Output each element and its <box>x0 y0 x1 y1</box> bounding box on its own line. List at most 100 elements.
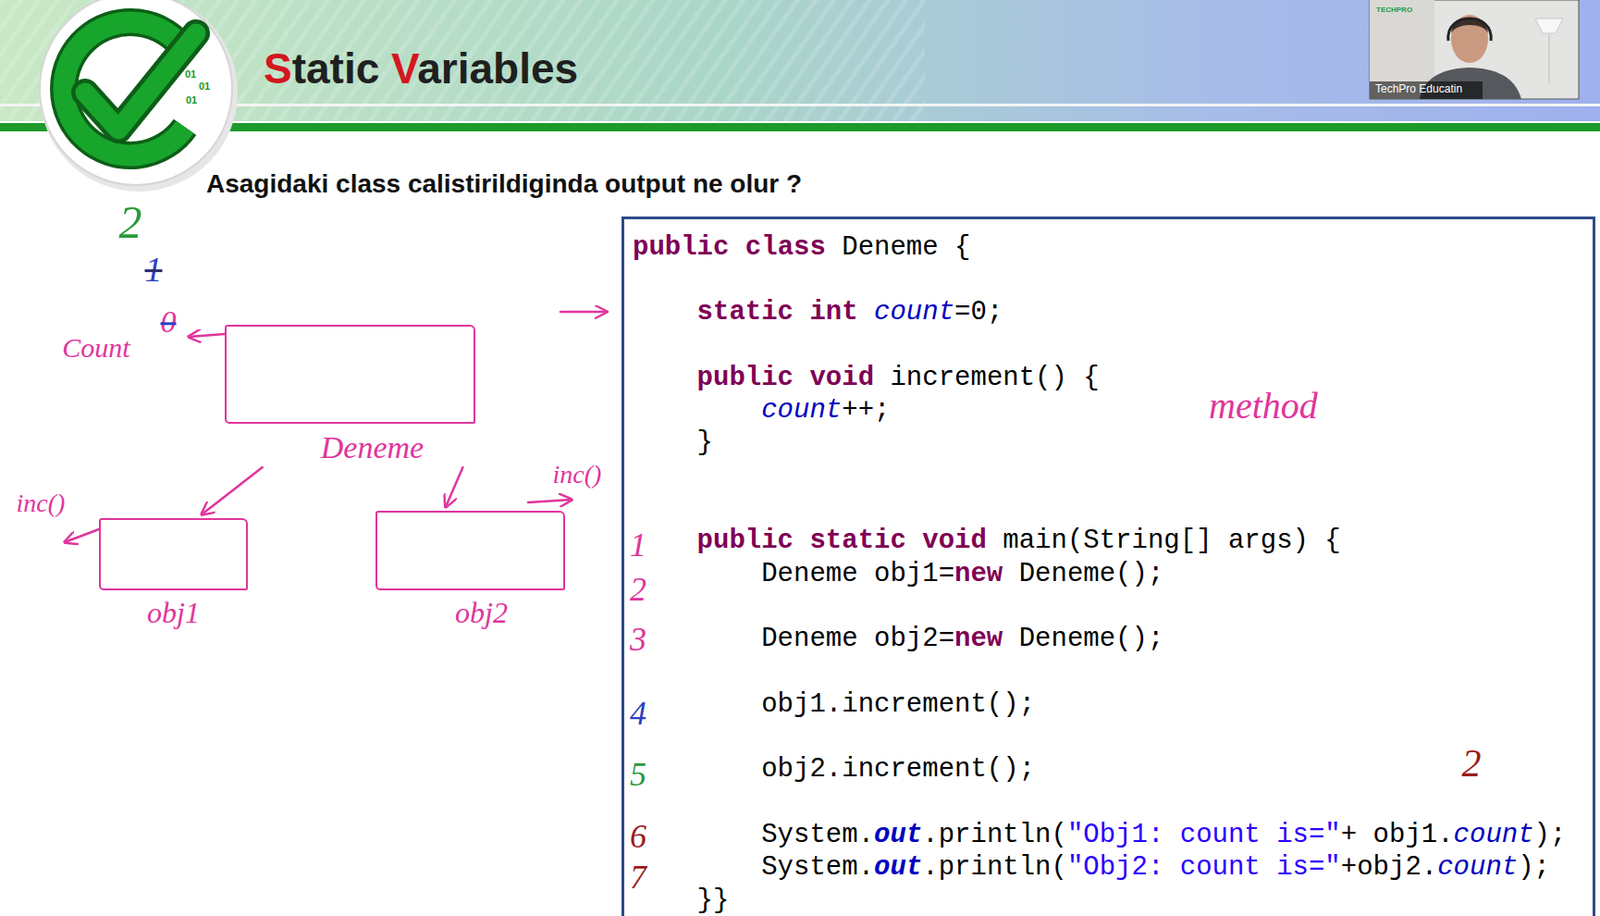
annotation-label: 0 <box>160 304 177 339</box>
code-token: =0; <box>954 296 1003 328</box>
code-token: new <box>954 623 1003 654</box>
annotation-label: inc() <box>16 489 66 518</box>
webcam-lamp-stand <box>1548 33 1551 84</box>
code-line: } <box>697 426 714 459</box>
logo <box>39 0 238 192</box>
webcam-frame <box>1369 0 1579 99</box>
code-token: +obj2. <box>1341 851 1438 883</box>
code-token: void <box>922 525 987 556</box>
code-token: increment() { <box>873 362 1100 394</box>
code-line: Deneme obj2=new Deneme(); <box>761 622 1164 655</box>
code-token: .println( <box>922 819 1068 850</box>
code-line: Deneme obj1=new Deneme(); <box>761 557 1164 591</box>
code-token: out <box>873 851 923 883</box>
annotation-label: 1 <box>145 250 163 290</box>
code-token: "Obj2: count is=" <box>1067 851 1342 883</box>
object-name: obj1 <box>98 595 248 630</box>
webcam-lamp <box>1535 18 1564 34</box>
logo-check <box>85 33 197 130</box>
pointer-arrow <box>560 310 607 314</box>
code-token <box>906 525 923 556</box>
code-token: int <box>809 296 858 328</box>
code-token: count <box>1453 819 1535 850</box>
slide-title: Static Variables <box>263 45 579 93</box>
count-leader-arrow <box>188 333 225 337</box>
code-token: Deneme(); <box>1002 558 1164 590</box>
code-line: obj1.increment(); <box>761 688 1035 721</box>
code-token <box>793 362 810 394</box>
logo-shadow <box>39 0 238 192</box>
code-line: obj2.increment(); <box>761 752 1035 786</box>
code-token: count <box>1437 851 1518 883</box>
header-band <box>0 0 1600 122</box>
box-outline <box>375 510 566 591</box>
code-token: ); <box>1534 819 1567 850</box>
box-outline <box>98 517 248 591</box>
code-token <box>793 296 810 328</box>
webcam-headset <box>1448 18 1491 41</box>
code-token: public <box>632 232 729 263</box>
code-line: System.out.println("Obj1: count is="+ ob… <box>761 818 1566 851</box>
annotation-label: TechPro Educatin <box>1375 83 1463 96</box>
title-word: Variables <box>391 45 579 93</box>
code-token: count <box>761 394 842 426</box>
annotation-label: Count <box>61 332 130 363</box>
box-outline <box>224 324 476 424</box>
code-token: static <box>697 296 794 328</box>
code-token: main(String[] args) { <box>986 525 1342 556</box>
object-name: obj2 <box>386 595 577 630</box>
code-token: System. <box>761 819 874 850</box>
title-word: Static <box>263 45 380 93</box>
code-token: Deneme(); <box>1002 623 1164 654</box>
object-box: obj1 <box>98 517 248 630</box>
code-line: public void increment() { <box>697 361 1100 394</box>
code-token: "Obj1: count is=" <box>1067 819 1342 850</box>
annotation-label: inc() <box>553 460 603 490</box>
code-token: void <box>809 362 874 394</box>
code-token: public <box>697 525 794 556</box>
header-line <box>0 103 1600 107</box>
code-token: + obj1. <box>1341 819 1454 850</box>
code-token: } <box>697 427 714 458</box>
code-panel: public class Deneme {static int count=0;… <box>621 216 1596 916</box>
header-green-bar <box>0 123 1600 132</box>
object-name: Deneme <box>246 429 498 466</box>
code-line: public static void main(String[] args) { <box>697 524 1342 557</box>
code-line: public class Deneme { <box>632 231 971 264</box>
code-token: Deneme obj2= <box>761 623 955 654</box>
object-box: obj2 <box>375 510 566 630</box>
code-token: .println( <box>922 851 1068 883</box>
annotation-label: 01 <box>198 80 210 92</box>
code-token: Deneme { <box>825 232 972 263</box>
code-line: }} <box>697 884 730 916</box>
code-token <box>728 232 745 263</box>
code-token: class <box>745 232 826 263</box>
annotation-label: 01 <box>184 68 197 80</box>
code-token: ); <box>1517 851 1551 883</box>
code-token <box>793 525 810 556</box>
title-word <box>379 44 392 93</box>
code-token: static <box>809 525 906 556</box>
code-token: ++; <box>841 394 890 426</box>
annotation-label: Asagidaki class calistirildiginda output… <box>206 170 802 199</box>
webcam-hair <box>1451 18 1489 35</box>
annotation-label: 2 <box>119 196 143 248</box>
code-line: static int count=0; <box>697 295 1004 329</box>
code-token: public <box>697 362 794 394</box>
annotation-label: TECHPRO <box>1376 6 1413 15</box>
code-token: System. <box>761 851 874 883</box>
webcam-background <box>1369 0 1579 99</box>
logo-disc <box>39 0 233 185</box>
webcam-name-strip <box>1369 81 1483 99</box>
annotation-label: 01 <box>185 94 197 106</box>
code-token: out <box>873 819 923 850</box>
code-token: }} <box>697 885 730 916</box>
logo-check-outline <box>85 33 197 130</box>
code-token: new <box>954 558 1003 590</box>
code-line: count++; <box>761 393 890 427</box>
object-box: Deneme <box>224 324 476 466</box>
object-arrow <box>201 467 263 515</box>
object-arrow <box>445 467 464 507</box>
code-token: obj2.increment(); <box>761 753 1035 785</box>
